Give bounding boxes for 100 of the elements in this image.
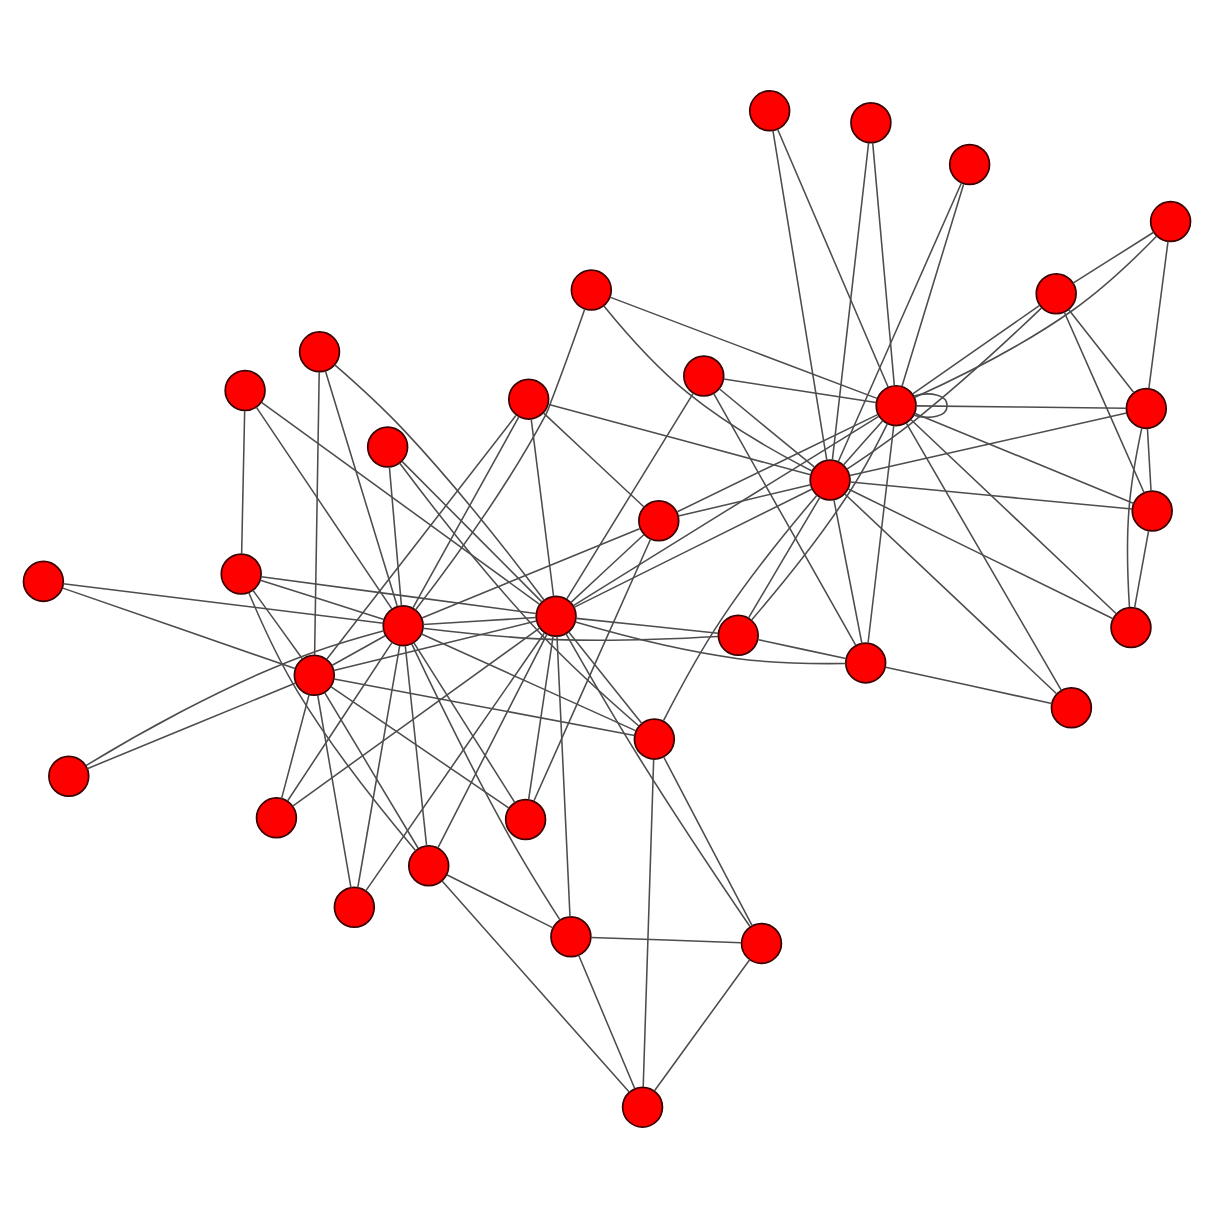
node-circle: [382, 604, 424, 647]
connector: [248, 592, 417, 852]
connector: [62, 583, 385, 625]
connector: [421, 527, 641, 619]
connector: [404, 645, 428, 847]
connector: [642, 758, 655, 1088]
connector: [609, 296, 878, 400]
node-circle: [850, 102, 892, 144]
connector: [910, 418, 1118, 615]
node-circle: [408, 845, 450, 887]
connector: [846, 307, 1043, 470]
connector: [849, 481, 1133, 510]
connector: [915, 405, 1127, 409]
connector: [330, 685, 510, 809]
connector: [86, 682, 297, 770]
connector: [567, 631, 643, 725]
node-circle: [1131, 490, 1173, 532]
connector: [663, 756, 753, 927]
connector: [713, 393, 857, 646]
node-circle: [333, 886, 376, 929]
connector: [751, 422, 889, 621]
connector: [1126, 427, 1143, 608]
connector: [412, 416, 520, 609]
node-circle: [220, 553, 262, 595]
connector: [533, 538, 652, 802]
connector: [573, 415, 880, 607]
connector: [847, 488, 1114, 620]
connector: [62, 587, 296, 670]
connector: [842, 419, 884, 466]
connector: [255, 406, 393, 610]
connector: [577, 954, 636, 1090]
connector: [603, 305, 813, 472]
node-circle: [1110, 606, 1152, 649]
connector: [871, 141, 896, 387]
connector: [590, 936, 742, 944]
node-circle: [293, 654, 336, 697]
connector: [413, 641, 516, 804]
connector: [901, 183, 965, 388]
node-circle: [550, 916, 592, 958]
connector: [1072, 231, 1155, 284]
connector: [912, 304, 1041, 395]
connector: [653, 958, 751, 1092]
connector: [905, 422, 1062, 691]
connector: [547, 403, 812, 476]
node-circle: [224, 369, 266, 412]
node-circle: [1035, 273, 1077, 315]
connector: [365, 632, 546, 892]
connector: [313, 371, 320, 656]
connector: [1146, 427, 1152, 492]
node-circle: [875, 384, 917, 427]
connector: [849, 412, 1128, 477]
node-circle: [48, 755, 90, 798]
node-circle: [717, 614, 759, 657]
node-circle: [1125, 387, 1168, 430]
connector: [677, 483, 812, 517]
connector: [884, 666, 1053, 705]
node-circle: [535, 595, 577, 638]
connector: [316, 694, 352, 889]
connector: [325, 414, 517, 661]
connector: [1067, 308, 1135, 394]
node-circle: [366, 426, 409, 468]
connector: [420, 633, 637, 732]
connector: [332, 620, 538, 672]
connector: [410, 643, 561, 921]
connector: [662, 494, 818, 722]
connector: [914, 412, 1135, 505]
connector: [333, 678, 636, 737]
node-circle: [621, 1086, 664, 1128]
connector: [422, 616, 537, 626]
connector: [776, 128, 889, 388]
node-circle: [740, 922, 783, 965]
node-circle: [809, 459, 851, 501]
node-circle: [22, 560, 65, 603]
connector: [718, 388, 816, 468]
connector: [556, 635, 571, 918]
connector: [527, 635, 554, 801]
connector: [437, 633, 548, 849]
connector: [772, 129, 828, 461]
connector: [574, 621, 847, 665]
connector: [570, 533, 645, 604]
connector: [831, 142, 870, 461]
connector: [542, 412, 645, 508]
connector: [833, 499, 863, 645]
connector: [286, 641, 393, 802]
connector: [565, 632, 751, 928]
connector: [573, 488, 813, 608]
connector: [324, 370, 398, 607]
node-circle: [507, 378, 550, 420]
connector: [388, 466, 403, 607]
connector: [240, 410, 246, 555]
connector: [85, 629, 385, 767]
node-circle: [638, 500, 680, 542]
connector: [401, 460, 543, 603]
connector: [530, 418, 555, 598]
connector: [292, 627, 541, 807]
connector: [357, 645, 401, 889]
node-circle: [570, 269, 613, 311]
connector: [260, 575, 537, 615]
connector: [398, 462, 640, 727]
connector: [259, 579, 385, 621]
